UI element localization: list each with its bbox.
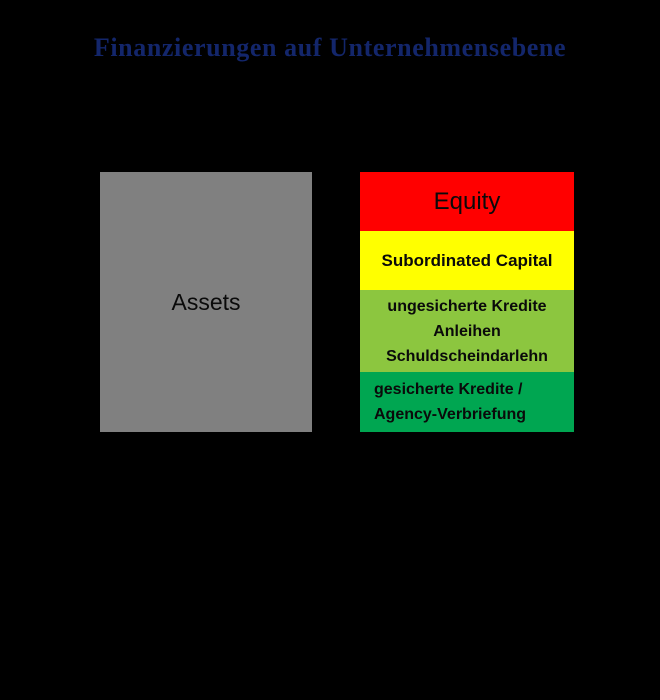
page-title: Finanzierungen auf Unternehmensebene: [93, 33, 567, 62]
assets-block: Assets: [100, 172, 312, 432]
capital-band-unsecured-credit-label: ungesicherte Kredite Anleihen Schuldsche…: [386, 297, 548, 365]
capital-band-equity: Equity: [360, 172, 574, 231]
capital-band-subordinated-capital-label: Subordinated Capital: [381, 250, 553, 270]
capital-structure-stack: Equity Subordinated Capital ungesicherte…: [360, 172, 574, 432]
capital-band-secured-credit: gesicherte Kredite / Agency-Verbriefung: [360, 372, 574, 432]
assets-label: Assets: [171, 289, 241, 315]
capital-band-equity-label: Equity: [433, 187, 501, 215]
capital-band-subordinated-capital: Subordinated Capital: [360, 231, 574, 290]
capital-band-unsecured-credit: ungesicherte Kredite Anleihen Schuldsche…: [360, 290, 574, 372]
capital-band-secured-credit-label: gesicherte Kredite / Agency-Verbriefung: [374, 381, 527, 423]
